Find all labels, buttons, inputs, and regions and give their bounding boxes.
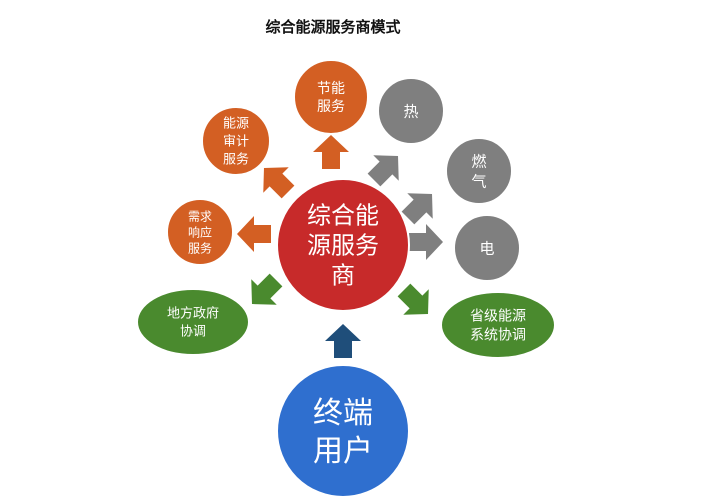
node-local-gov-label: 地方政府 (167, 306, 219, 322)
node-electricity-shape (453, 214, 521, 282)
node-energy-saving-label: 节能 (317, 81, 345, 97)
node-local-gov-label: 协调 (180, 325, 206, 340)
arrow-icon (237, 216, 271, 252)
end-user-node-label: 终端 (313, 396, 373, 431)
node-demand-response-label: 响应 (188, 224, 212, 239)
node-energy-saving-shape (293, 59, 369, 135)
node-gas-label: 气 (471, 172, 486, 190)
node-provincial-shape (440, 291, 556, 359)
arrow-icon (401, 193, 433, 225)
node-electricity-label: 电 (479, 239, 494, 257)
node-gas-label: 燃 (471, 152, 486, 170)
node-gas-shape (445, 137, 513, 205)
center-node-label: 商 (331, 262, 355, 290)
node-energy-audit-label: 服务 (223, 152, 249, 168)
arrow-icon (251, 273, 283, 305)
arrow-icon (409, 224, 443, 260)
center-node: 综合能源服务商 (276, 178, 410, 312)
center-node-label: 源服务 (307, 232, 379, 260)
center-node-label: 综合能 (307, 202, 379, 230)
end-user-node-shape (276, 364, 410, 498)
arrow-icon (397, 283, 429, 315)
node-demand-response-shape (166, 198, 234, 266)
diagram-title: 综合能源服务商模式 (265, 18, 400, 36)
node-energy-audit-shape (201, 106, 271, 176)
node-heat-label: 热 (403, 102, 418, 120)
node-energy-saving-label: 服务 (317, 99, 345, 115)
node-demand-response-label: 服务 (188, 240, 212, 255)
node-energy-audit-label: 能源 (223, 117, 249, 132)
node-gas: 燃气 (445, 137, 513, 205)
node-provincial-label: 系统协调 (470, 328, 526, 344)
node-local-gov-shape (136, 288, 250, 356)
arrow-icon (263, 167, 295, 199)
arrow-icon (367, 155, 399, 187)
node-demand-response-label: 需求 (188, 209, 212, 223)
node-provincial-label: 省级能源 (470, 309, 526, 325)
node-heat: 热 (377, 77, 445, 145)
node-electricity: 电 (453, 214, 521, 282)
node-energy-audit-label: 审计 (223, 135, 249, 150)
arrow-icon (313, 135, 349, 169)
end-user-node-label: 用户 (313, 434, 373, 469)
node-heat-shape (377, 77, 445, 145)
center-node-shape (276, 178, 410, 312)
arrow-icon (325, 324, 361, 358)
